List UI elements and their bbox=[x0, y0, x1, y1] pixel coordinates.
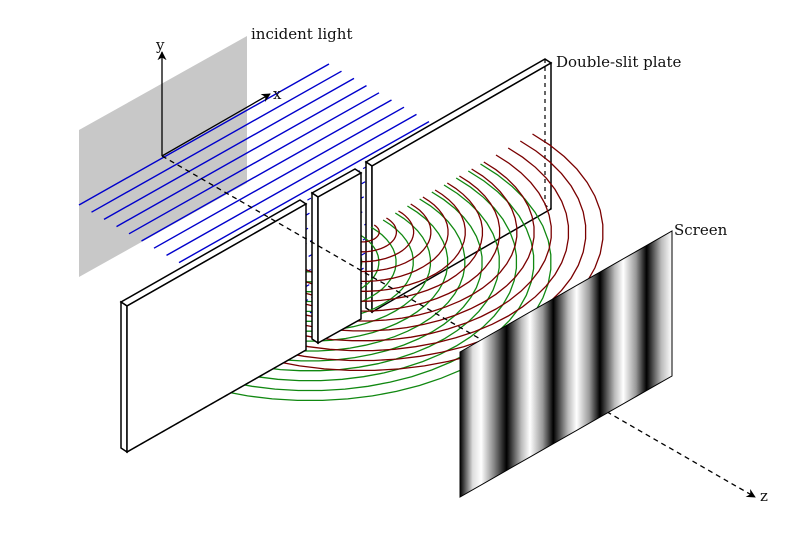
incident-wavefront-line bbox=[116, 84, 367, 228]
plate-bottom-hidden-edge bbox=[126, 349, 307, 453]
x-axis-label: x bbox=[273, 85, 282, 103]
incident-wavefront-line bbox=[78, 63, 330, 206]
x-axis bbox=[161, 93, 271, 157]
double-slit-plate-label: Double-slit plate bbox=[556, 53, 682, 71]
screen-label: Screen bbox=[674, 221, 728, 239]
z-axis-label: z bbox=[760, 487, 768, 505]
slit-plate-right-piece bbox=[364, 58, 553, 314]
incident-wavefront-line bbox=[128, 92, 380, 235]
slit-plate-left-piece bbox=[119, 199, 308, 454]
slit-plate-middle-piece bbox=[310, 168, 363, 345]
incident-wavefronts bbox=[78, 63, 430, 264]
wave-arc-red bbox=[215, 147, 570, 352]
incident-wavefront-line bbox=[91, 70, 342, 213]
incident-light-label: incident light bbox=[251, 25, 352, 43]
incident-wavefront-line bbox=[153, 106, 405, 249]
incident-wavefront-line bbox=[166, 113, 417, 257]
incident-wavefront-line bbox=[103, 77, 355, 221]
interference-screen bbox=[459, 230, 673, 498]
z-axis bbox=[161, 155, 756, 498]
incident-wavefront-line bbox=[141, 99, 392, 242]
incident-wavefront-hidden-line bbox=[263, 196, 465, 311]
incident-wavefront-line bbox=[178, 120, 430, 264]
y-axis-label: y bbox=[155, 36, 165, 54]
